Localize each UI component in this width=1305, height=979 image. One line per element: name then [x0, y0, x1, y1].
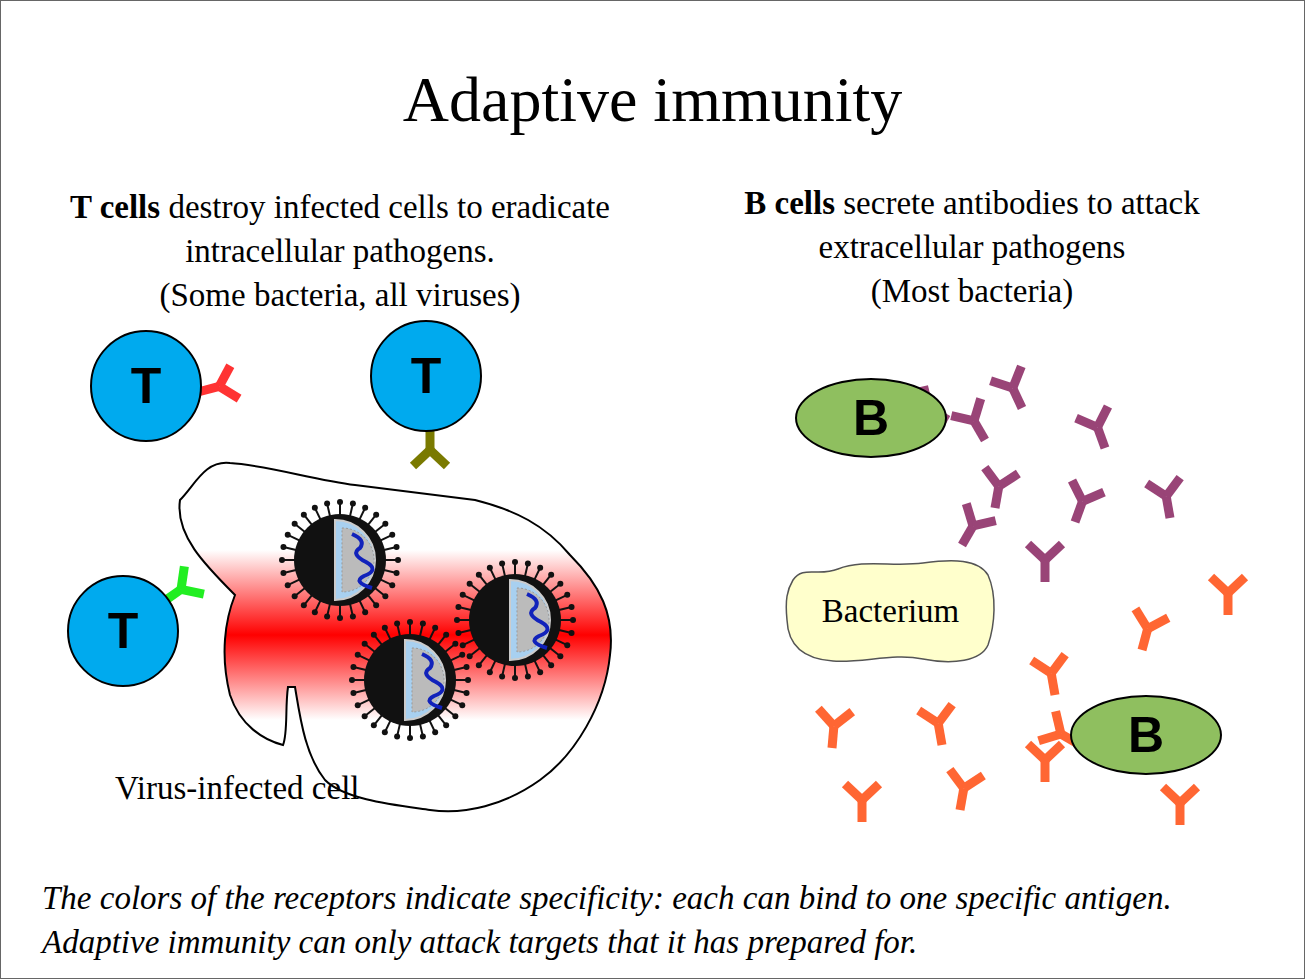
heading-text: destroy infected cells to eradicate intr…: [168, 189, 610, 269]
cell-outline: [175, 455, 615, 815]
bacterium: Bacterium: [783, 555, 998, 667]
heading-note: (Some bacteria, all viruses): [159, 277, 520, 313]
cell-letter: B: [853, 393, 889, 443]
cell-letter: T: [108, 606, 139, 656]
caption: The colors of the receptors indicate spe…: [42, 880, 1172, 960]
bacterium-label: Bacterium: [822, 593, 959, 630]
t-cell: T: [370, 320, 482, 432]
t-cell: T: [67, 575, 179, 687]
cell-letter: B: [1128, 710, 1164, 760]
cell-letter: T: [131, 361, 162, 411]
title-block: Adaptive immunity: [0, 62, 1305, 138]
virus-infected-cell: Virus-infected cell: [175, 455, 615, 815]
cell-letter: T: [411, 351, 442, 401]
b-cell: B: [795, 378, 947, 458]
t-cell: T: [90, 330, 202, 442]
cell-label: Virus-infected cell: [115, 770, 360, 807]
heading-text: secrete antibodies to attack extracellul…: [819, 185, 1200, 265]
caption-block: The colors of the receptors indicate spe…: [42, 876, 1282, 964]
heading-bold: T cells: [70, 189, 160, 225]
heading-bold: B cells: [744, 185, 835, 221]
heading-note: (Most bacteria): [871, 273, 1074, 309]
b-cell: B: [1070, 695, 1222, 775]
column-heading: T cells destroy infected cells to eradic…: [40, 185, 640, 317]
slide-title: Adaptive immunity: [403, 64, 903, 135]
column-heading: B cells secrete antibodies to attack ext…: [692, 181, 1252, 313]
